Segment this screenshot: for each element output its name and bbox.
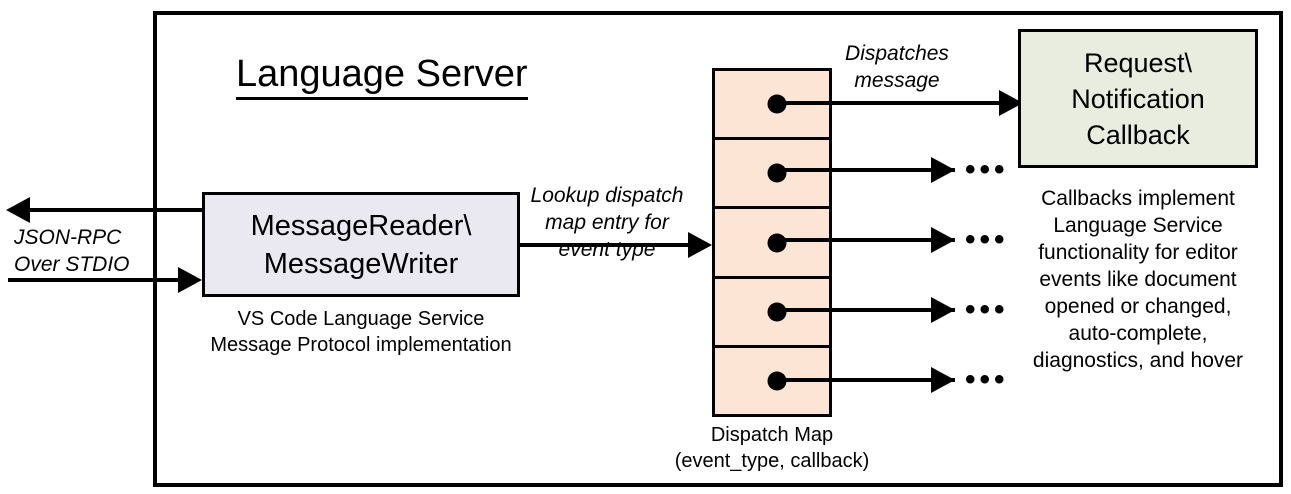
dispatch-row-5-line <box>771 378 955 382</box>
lookup-edge-arrowhead <box>688 232 712 258</box>
lookup-edge-label: Lookup dispatch map entry for event type <box>530 184 684 261</box>
message-reader-writer-caption: VS Code Language Service Message Protoco… <box>210 308 512 356</box>
dispatch-edge-label: Dispatches message <box>845 42 949 92</box>
lookup-edge-line <box>520 243 692 247</box>
table-row[interactable] <box>715 140 829 210</box>
dispatch-row-4-line <box>771 308 955 312</box>
dispatch-row-3-line <box>771 238 955 242</box>
dispatch-row-2-line <box>771 168 955 172</box>
page-title: Language Server <box>236 52 528 100</box>
message-reader-writer-label: MessageReader\ MessageWriter <box>250 209 472 280</box>
callback-dot-icon <box>767 163 787 183</box>
language-server-boundary <box>153 11 1283 487</box>
dispatch-row-4-arrowhead <box>931 297 955 323</box>
callback-dot-icon <box>767 233 787 252</box>
table-row[interactable] <box>715 279 829 348</box>
outbound-rpc-line <box>30 208 205 212</box>
dispatch-row-2-arrowhead <box>931 157 955 183</box>
dispatch-row-3-ellipsis: ••• <box>965 223 1009 256</box>
table-row[interactable] <box>715 209 829 279</box>
dispatch-row-4-ellipsis: ••• <box>965 293 1009 326</box>
request-notification-callback-box[interactable]: Request\ Notification Callback <box>1018 29 1258 168</box>
dispatch-row-2-ellipsis: ••• <box>965 153 1009 186</box>
callback-caption: Callbacks implement Language Service fun… <box>1032 187 1244 372</box>
inbound-rpc-arrowhead <box>178 267 202 293</box>
dispatch-row-5-arrowhead <box>931 367 955 393</box>
dispatch-row-5-ellipsis: ••• <box>965 363 1009 396</box>
outbound-rpc-arrowhead <box>6 197 30 223</box>
dispatch-map-table[interactable] <box>712 68 832 417</box>
table-row[interactable] <box>715 71 829 141</box>
inbound-rpc-line <box>8 278 180 282</box>
dispatch-map-caption: Dispatch Map (event_type, callback) <box>674 424 870 472</box>
dispatch-row-3-arrowhead <box>931 227 955 253</box>
request-notification-callback-label: Request\ Notification Callback <box>1071 47 1205 150</box>
message-reader-writer-box[interactable]: MessageReader\ MessageWriter <box>202 192 520 297</box>
dispatch-row-1-line <box>771 101 1003 105</box>
json-rpc-edge-label: JSON-RPC Over STDIO <box>14 226 130 276</box>
